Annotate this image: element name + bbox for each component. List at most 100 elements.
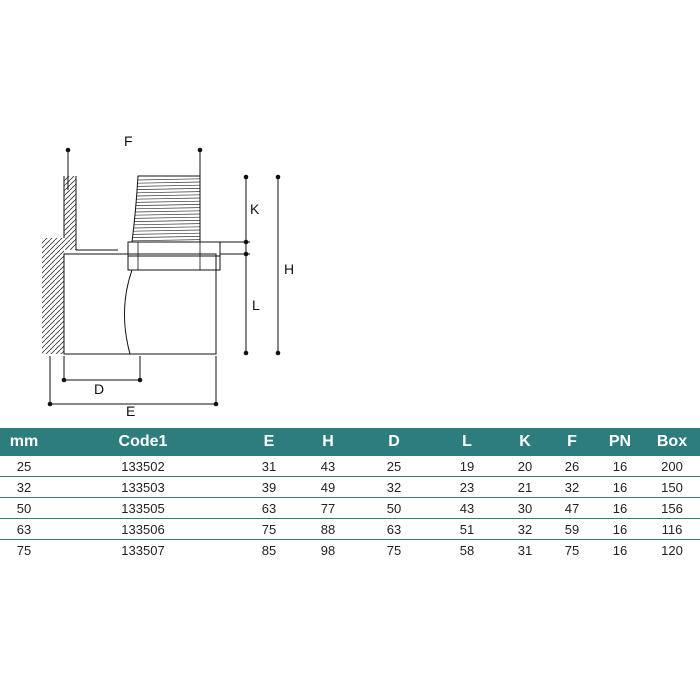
table-cell: 30 bbox=[502, 497, 548, 519]
column-header: H bbox=[300, 428, 356, 456]
thread-line bbox=[133, 220, 201, 222]
thread-line bbox=[137, 184, 201, 187]
label-e: E bbox=[126, 403, 135, 419]
thread-line bbox=[136, 194, 201, 197]
table-cell: 133505 bbox=[48, 497, 238, 519]
table-cell: 32 bbox=[502, 518, 548, 540]
dimension-d: D bbox=[61, 356, 143, 397]
column-header: PN bbox=[596, 428, 644, 456]
thread-section bbox=[132, 178, 201, 242]
table-cell: 98 bbox=[320, 542, 336, 558]
table-cell: 51 bbox=[432, 518, 502, 540]
table-cell: 50 bbox=[356, 497, 432, 519]
thread-line bbox=[134, 210, 201, 213]
fitting-body bbox=[63, 253, 217, 355]
thread-line bbox=[133, 226, 201, 229]
table-cell: 200 bbox=[644, 456, 700, 477]
table-cell: 25 bbox=[356, 456, 432, 477]
table-cell: 20 bbox=[502, 456, 548, 477]
table-cell: 19 bbox=[432, 456, 502, 477]
table-cell: 43 bbox=[432, 497, 502, 519]
table-cell: 43 bbox=[300, 456, 356, 477]
dimension-f: F bbox=[65, 133, 203, 190]
table-cell: 75 bbox=[564, 542, 580, 558]
label-d: D bbox=[94, 381, 104, 397]
thread-line bbox=[132, 232, 201, 235]
table-cell: 120 bbox=[661, 542, 683, 558]
thread-line bbox=[134, 216, 201, 219]
column-header: Code1 bbox=[48, 428, 238, 456]
table-cell: 32 bbox=[548, 476, 596, 498]
table-cell: 47 bbox=[548, 497, 596, 519]
table-cell: 39 bbox=[238, 476, 300, 498]
thread-line bbox=[132, 229, 201, 232]
table-cell: 32 bbox=[0, 476, 48, 498]
thread-line bbox=[135, 204, 201, 206]
table-cell: 50 bbox=[0, 497, 48, 519]
table-cell: 31 bbox=[238, 456, 300, 477]
table-cell: 156 bbox=[644, 497, 700, 519]
thread-line bbox=[135, 197, 201, 200]
table-cell: 23 bbox=[432, 476, 502, 498]
table-cell: 133507 bbox=[121, 542, 165, 558]
table-cell: 116 bbox=[644, 518, 700, 540]
table-cell: 150 bbox=[644, 476, 700, 498]
dimension-k-l: K L bbox=[200, 174, 260, 356]
column-header: Box bbox=[644, 428, 700, 456]
table-cell: 133502 bbox=[48, 456, 238, 477]
table-cell: 75 bbox=[16, 542, 32, 558]
table-cell: 63 bbox=[0, 518, 48, 540]
thread-line bbox=[135, 200, 201, 203]
label-h: H bbox=[284, 261, 294, 277]
dimension-h: H bbox=[275, 174, 294, 356]
thread-line bbox=[137, 181, 201, 184]
table-cell: 85 bbox=[261, 542, 277, 558]
table-cell: 133503 bbox=[48, 476, 238, 498]
table-cell: 63 bbox=[356, 518, 432, 540]
thread-line bbox=[137, 178, 201, 181]
table-cell: 16 bbox=[596, 476, 644, 498]
thread-line bbox=[136, 188, 201, 190]
table-cell: 59 bbox=[548, 518, 596, 540]
table-cell: 75 bbox=[386, 542, 402, 558]
table-cell: 16 bbox=[596, 518, 644, 540]
table-cell: 16 bbox=[596, 456, 644, 477]
table-cell: 16 bbox=[612, 542, 628, 558]
thread-line bbox=[132, 236, 201, 238]
table-cell: 133506 bbox=[48, 518, 238, 540]
label-f: F bbox=[124, 133, 133, 149]
table-cell: 16 bbox=[596, 497, 644, 519]
thread-line bbox=[136, 191, 201, 194]
column-header: D bbox=[356, 428, 432, 456]
table-cell: 31 bbox=[517, 542, 533, 558]
table-cell: 88 bbox=[300, 518, 356, 540]
table-cell: 75 bbox=[238, 518, 300, 540]
table-cell: 49 bbox=[300, 476, 356, 498]
wall-section bbox=[42, 176, 118, 354]
nut bbox=[127, 241, 221, 271]
column-header: L bbox=[432, 428, 502, 456]
table-cell: 77 bbox=[300, 497, 356, 519]
thread-line bbox=[133, 223, 201, 226]
table-cell: 21 bbox=[502, 476, 548, 498]
table-cell: 32 bbox=[356, 476, 432, 498]
column-header: E bbox=[238, 428, 300, 456]
table-cell: 26 bbox=[548, 456, 596, 477]
dimension-e: E bbox=[47, 356, 219, 419]
table-cell: 25 bbox=[0, 456, 48, 477]
column-header: F bbox=[548, 428, 596, 456]
thread-line bbox=[132, 239, 201, 242]
technical-drawing: F K L H D E bbox=[42, 133, 294, 419]
table-cell: 63 bbox=[238, 497, 300, 519]
label-k: K bbox=[250, 201, 260, 217]
column-header: K bbox=[502, 428, 548, 456]
column-header: mm bbox=[0, 428, 48, 456]
